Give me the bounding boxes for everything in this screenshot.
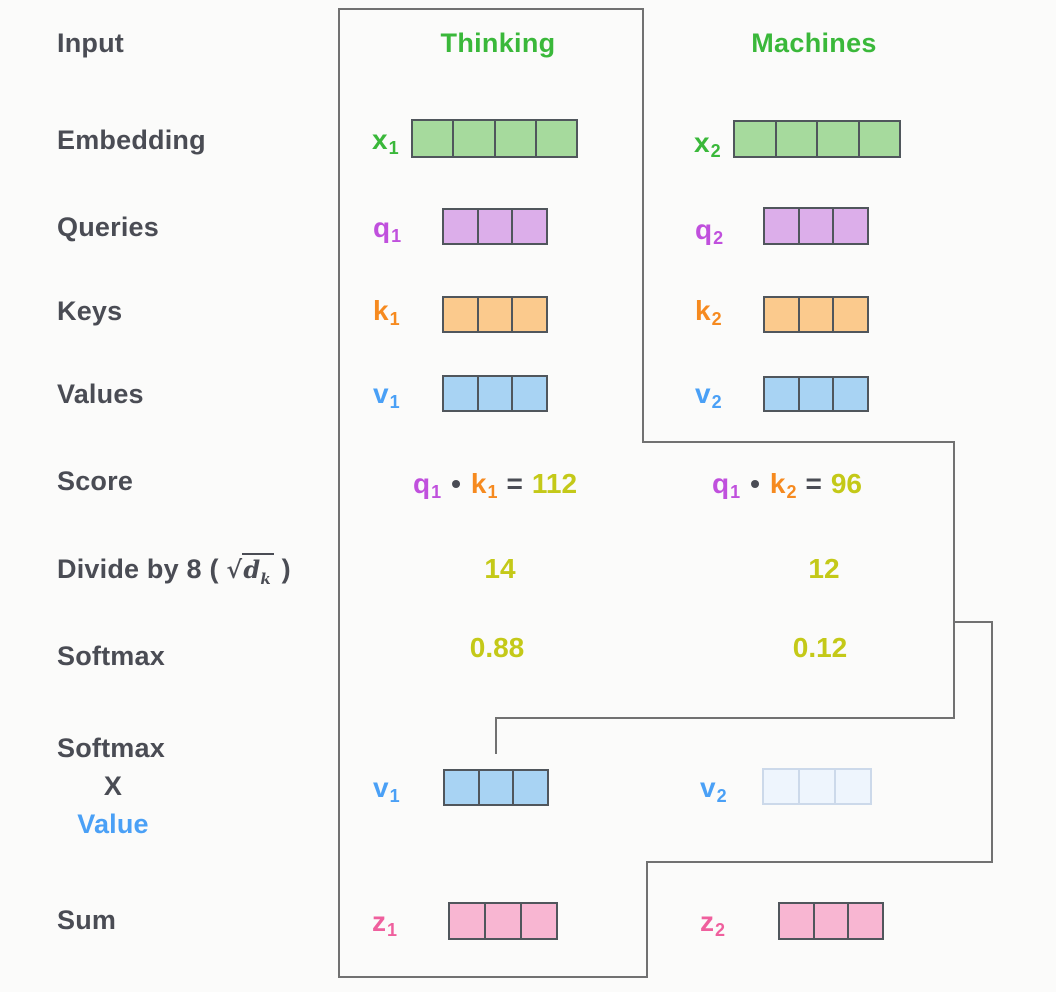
outline-step-score-top bbox=[642, 441, 955, 443]
vector-label-z1: z1 bbox=[372, 906, 398, 940]
vector-label-k1: k1 bbox=[373, 295, 400, 329]
key-vector-k1 bbox=[442, 296, 549, 333]
softmax-value-2: 0.12 bbox=[792, 632, 848, 663]
divide-prefix: Divide by 8 ( bbox=[57, 554, 219, 584]
row-label-divide: Divide by 8 ( √dk ) bbox=[57, 553, 291, 588]
vector-label-z2: z2 bbox=[700, 906, 726, 940]
outline-far-right-edge bbox=[991, 621, 993, 863]
vector-label-v1-weighted: v1 bbox=[373, 772, 400, 806]
divide-value-1: 14 bbox=[484, 553, 516, 584]
outline-right-edge-upper bbox=[642, 8, 644, 443]
outline-score-right-edge bbox=[953, 441, 955, 719]
row-label-values: Values bbox=[57, 379, 144, 409]
vector-label-v2: v2 bbox=[695, 378, 722, 412]
outline-softmax-bottom bbox=[495, 717, 955, 719]
weighted-value-vector-v1 bbox=[443, 769, 550, 806]
softmax-value-1: 0.88 bbox=[469, 632, 525, 663]
row-label-softmax-x-value: Softmax X Value bbox=[57, 729, 169, 843]
sqrt-d: d bbox=[243, 555, 261, 584]
row-label-softmax: Softmax bbox=[57, 641, 165, 671]
sqrt-radicand: dk bbox=[242, 553, 274, 588]
row-label-input: Input bbox=[57, 28, 124, 58]
row-label-embedding: Embedding bbox=[57, 125, 206, 155]
weighted-value-vector-v2-faded bbox=[762, 768, 872, 805]
outline-step-sum-top bbox=[646, 861, 993, 863]
vector-label-x1: x1 bbox=[372, 124, 399, 158]
value-vector-v1 bbox=[442, 375, 549, 412]
sqrt-dk-formula: √dk bbox=[226, 553, 274, 588]
value-vector-v2 bbox=[763, 376, 870, 412]
sum-vector-z2 bbox=[778, 902, 885, 940]
sum-vector-z1 bbox=[448, 902, 558, 940]
softmax-x-value-line3: Value bbox=[77, 809, 149, 839]
vector-label-k2: k2 bbox=[695, 295, 722, 329]
vector-label-x2: x2 bbox=[694, 127, 721, 161]
vector-label-q1: q1 bbox=[373, 212, 402, 246]
row-label-sum: Sum bbox=[57, 905, 117, 935]
outline-bottom-edge bbox=[338, 976, 648, 978]
query-vector-q1 bbox=[442, 208, 549, 245]
vector-label-v2-weighted: v2 bbox=[700, 772, 727, 806]
key-vector-k2 bbox=[763, 296, 870, 333]
sqrt-sign: √ bbox=[226, 555, 243, 584]
divide-value-2: 12 bbox=[808, 553, 840, 584]
row-label-score: Score bbox=[57, 466, 134, 496]
column-header-thinking: Thinking bbox=[440, 28, 556, 58]
outline-sum-right-edge bbox=[646, 861, 648, 978]
score-expression-2: q1•k2=96 bbox=[711, 468, 863, 502]
outline-step-right-top bbox=[953, 621, 993, 623]
query-vector-q2 bbox=[763, 207, 870, 245]
row-label-queries: Queries bbox=[57, 212, 159, 242]
row-label-keys: Keys bbox=[57, 296, 123, 326]
vector-label-v1: v1 bbox=[373, 378, 400, 412]
outline-top-edge bbox=[338, 8, 644, 10]
softmax-x-value-line1: Softmax bbox=[57, 733, 165, 763]
score-expression-1: q1•k1=112 bbox=[412, 468, 578, 502]
outline-left-edge bbox=[338, 8, 340, 978]
outline-pointer-to-v1 bbox=[495, 717, 497, 754]
embedding-vector-x1 bbox=[411, 119, 578, 158]
vector-label-q2: q2 bbox=[695, 214, 724, 248]
softmax-x-value-line2: X bbox=[103, 771, 123, 801]
sqrt-sub-k: k bbox=[260, 569, 271, 588]
column-header-machines: Machines bbox=[751, 28, 877, 58]
embedding-vector-x2 bbox=[733, 120, 901, 158]
divide-suffix: ) bbox=[281, 554, 291, 584]
